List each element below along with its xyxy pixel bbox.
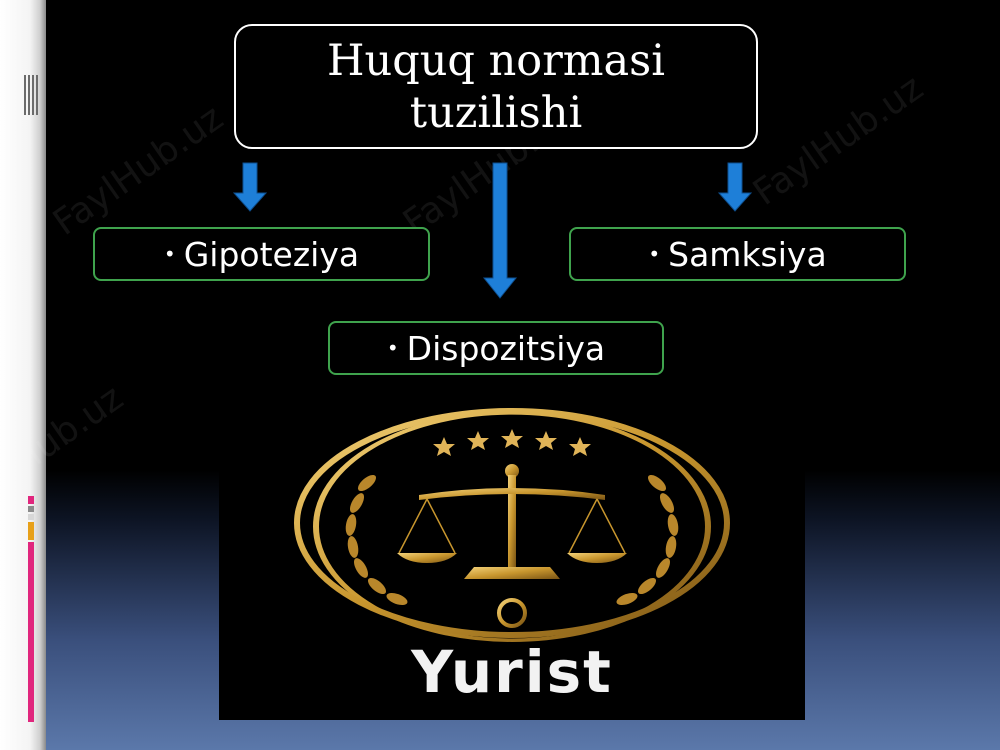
- bullet-icon: •: [386, 336, 399, 360]
- arrow-down-icon: [482, 162, 518, 299]
- item-label: Gipoteziya: [183, 234, 360, 274]
- bullet-icon: •: [163, 242, 176, 266]
- slide-left-strip: [0, 0, 46, 750]
- arrow-down-icon: [717, 162, 753, 212]
- title-box: Huquq normasi tuzilishi: [234, 24, 758, 149]
- item-label: Samksiya: [668, 234, 827, 274]
- arrows-layer: [232, 162, 753, 299]
- samksiya-box: • Samksiya: [569, 227, 906, 281]
- accent-color-bars: [28, 496, 34, 724]
- yurist-logo: Yurist: [219, 403, 805, 720]
- decorative-lines: [24, 75, 40, 115]
- scales-of-justice-icon: [294, 408, 730, 642]
- diagram-title: Huquq normasi tuzilishi: [327, 35, 665, 138]
- brand-text: Yurist: [411, 638, 613, 706]
- arrow-down-icon: [232, 162, 268, 212]
- item-label: Dispozitsiya: [406, 328, 606, 368]
- bullet-icon: •: [648, 242, 661, 266]
- dispozitsiya-box: • Dispozitsiya: [328, 321, 664, 375]
- gipoteziya-box: • Gipoteziya: [93, 227, 430, 281]
